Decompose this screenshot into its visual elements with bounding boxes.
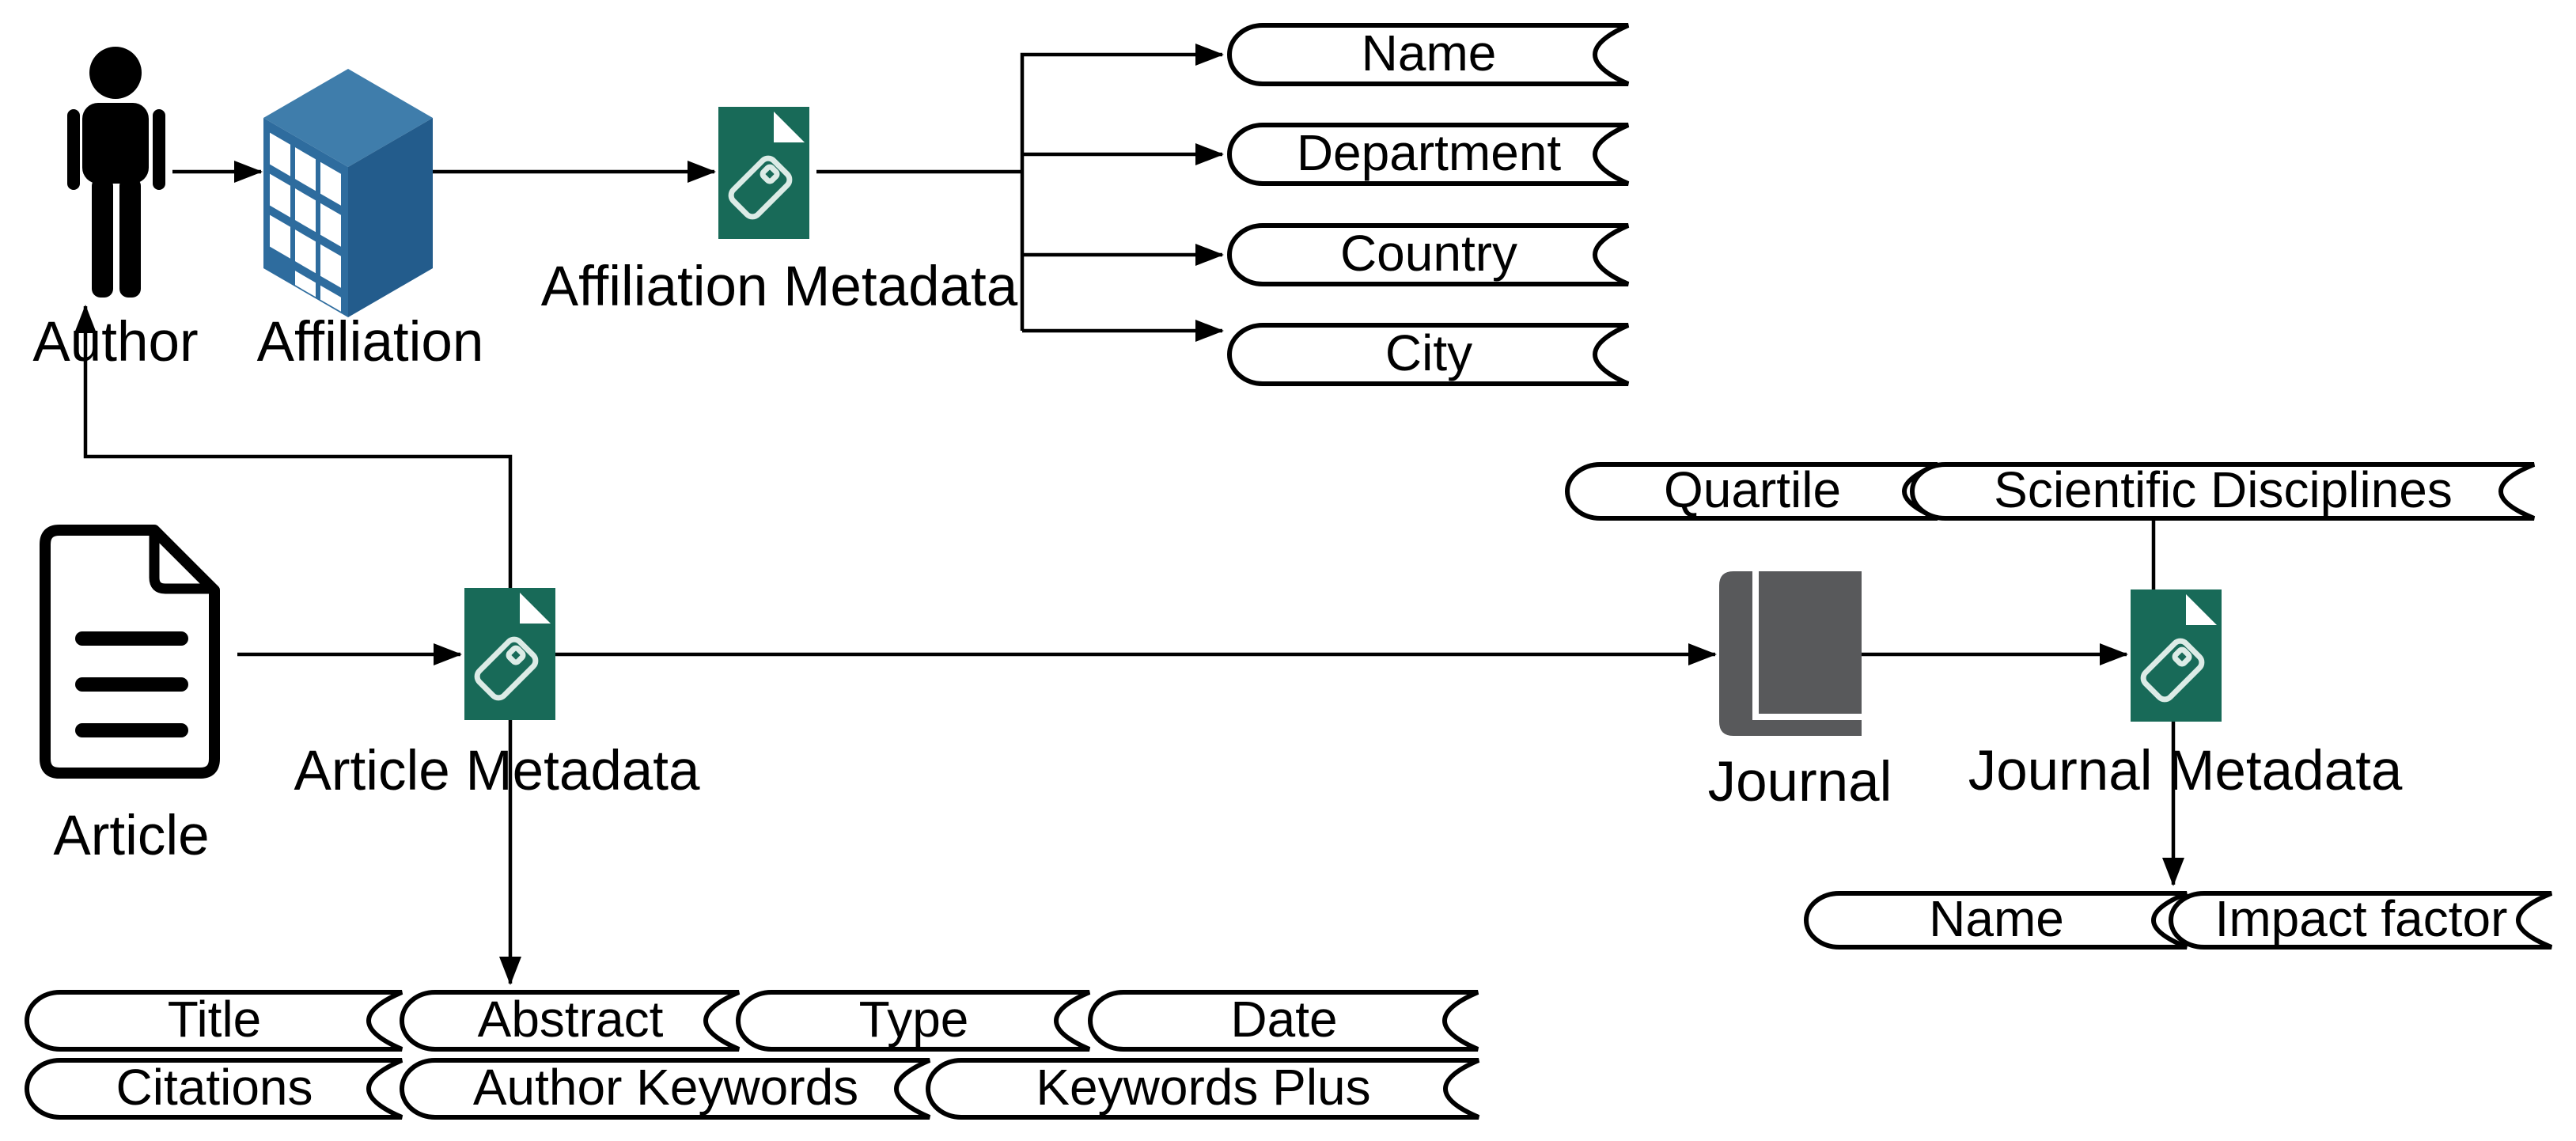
article-metadata-icon — [464, 588, 555, 720]
attribute-pill-scientific-disciplines: Scientific Disciplines — [1909, 461, 2537, 521]
affiliation-icon — [263, 69, 433, 317]
pill-shape — [2169, 891, 2553, 950]
attribute-pill-label: Citations — [116, 1059, 313, 1116]
attribute-pill-title: Title — [24, 989, 405, 1052]
affiliation-metadata-icon — [718, 107, 809, 239]
attribute-pill-author-keywords: Author Keywords — [399, 1057, 933, 1120]
pill-shape — [400, 1058, 931, 1120]
pill-shape — [1910, 462, 2536, 521]
attribute-pill-country: Country — [1226, 222, 1631, 287]
attribute-pill-label: Keywords Plus — [1036, 1059, 1371, 1116]
attribute-pill-abstract: Abstract — [399, 989, 742, 1052]
attribute-pill-label: Title — [167, 991, 262, 1048]
attribute-pill-quartile: Quartile — [1564, 461, 1941, 521]
attribute-pill-label: Quartile — [1663, 461, 1842, 518]
attribute-pill-department: Department — [1226, 122, 1631, 187]
edge-trunk-name — [1020, 44, 1224, 331]
attribute-pill-city: City — [1226, 322, 1631, 387]
pill-shape — [25, 990, 403, 1052]
article-icon — [40, 525, 220, 779]
pill-shape — [1227, 223, 1630, 286]
attribute-pill-date: Date — [1087, 989, 1481, 1052]
author-label: Author — [32, 311, 199, 373]
affiliation-label: Affiliation — [256, 311, 484, 373]
attribute-pill-label: Impact factor — [2214, 890, 2508, 947]
author-icon — [67, 47, 165, 298]
pill-shape — [1227, 323, 1630, 386]
journal-label: Journal — [1707, 751, 1892, 813]
pill-shape — [1565, 462, 1939, 521]
pill-shape — [1227, 23, 1630, 86]
attribute-pill-label: City — [1385, 324, 1473, 381]
attribute-pill-label: Type — [858, 991, 969, 1048]
attribute-pill-keywords-plus: Keywords Plus — [925, 1057, 1482, 1120]
pill-shape — [736, 990, 1091, 1052]
attribute-pill-label: Country — [1339, 225, 1518, 282]
attribute-pill-label: Abstract — [477, 991, 664, 1048]
attribute-pill-name: Name — [1226, 22, 1631, 87]
journal-metadata-label: Journal Metadata — [1968, 740, 2403, 802]
edge-artmetadata-author — [74, 305, 513, 588]
attribute-pill-label: Date — [1230, 991, 1338, 1048]
affiliation-metadata-label: Affiliation Metadata — [540, 256, 1018, 318]
attribute-pill-label: Name — [1929, 890, 2064, 947]
attribute-pill-citations: Citations — [24, 1057, 405, 1120]
pill-shape — [25, 1058, 403, 1120]
pill-shape — [1088, 990, 1479, 1052]
pill-shape — [400, 990, 741, 1052]
attribute-pill-type: Type — [735, 989, 1093, 1052]
attribute-pill-label: Department — [1296, 124, 1562, 181]
attribute-pill-journal-name: Name — [1803, 890, 2190, 950]
article-metadata-label: Article Metadata — [294, 740, 700, 802]
journal-icon — [1719, 571, 1862, 736]
attribute-pill-impact-factor: Impact factor — [2168, 890, 2555, 950]
pill-shape — [1227, 123, 1630, 186]
attribute-pill-label: Name — [1361, 25, 1497, 82]
article-label: Article — [53, 805, 210, 867]
journal-metadata-icon — [2131, 589, 2222, 722]
attribute-pill-label: Author Keywords — [472, 1059, 859, 1116]
attribute-pill-label: Scientific Disciplines — [1994, 461, 2453, 518]
pill-shape — [926, 1058, 1480, 1120]
pill-shape — [1804, 891, 2188, 950]
